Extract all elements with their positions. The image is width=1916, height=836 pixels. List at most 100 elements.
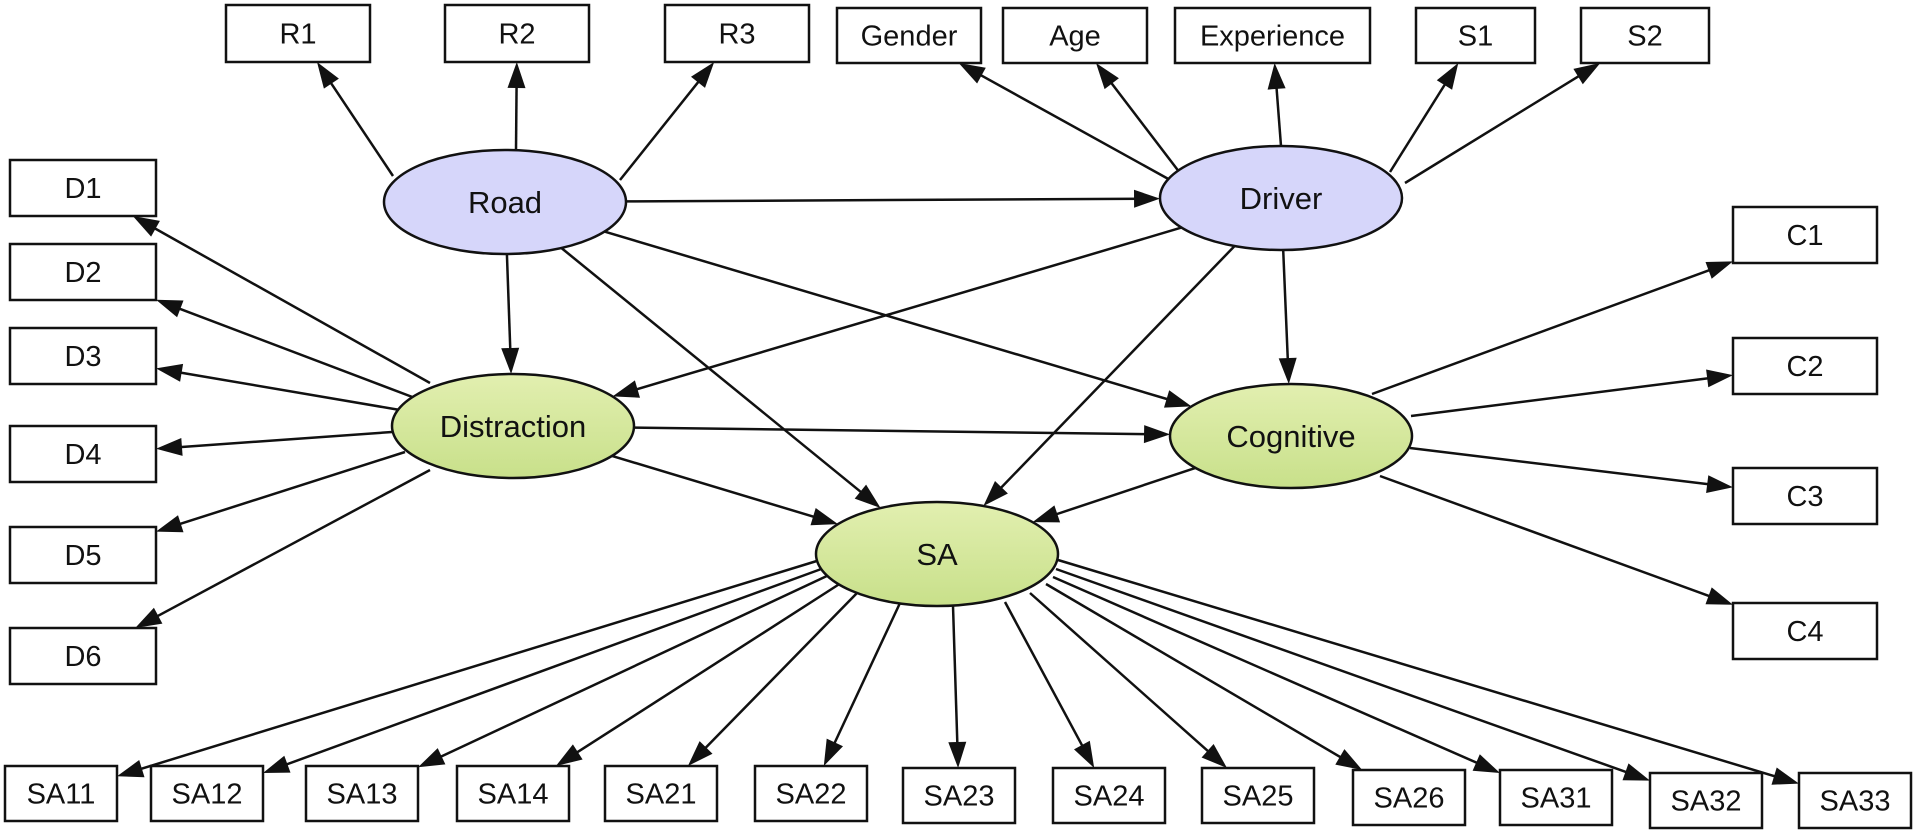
- latent-ellipse: [382, 148, 628, 256]
- arrowhead: [555, 744, 583, 766]
- indicator-label: Gender: [861, 21, 958, 53]
- indicator-box: [1648, 771, 1764, 830]
- edge-road-to-r1: [317, 62, 395, 177]
- edge-line: [621, 226, 1182, 395]
- latent-node-sa: SA: [814, 500, 1060, 608]
- indicator-sa13: SA13: [304, 764, 420, 823]
- indicator-box: [753, 764, 869, 823]
- indicator-box: [149, 764, 265, 823]
- arrowhead: [1096, 63, 1119, 90]
- arrowhead: [612, 380, 640, 398]
- edge-driver-to-cognitive: [1278, 249, 1297, 384]
- edge-cognitive-to-c1: [1371, 261, 1733, 396]
- latent-ellipse: [1168, 382, 1414, 490]
- edge-line: [1057, 558, 1790, 782]
- indicator-box: [1579, 6, 1711, 65]
- latent-ellipse: [1158, 144, 1404, 252]
- indicator-r2: R2: [443, 3, 591, 64]
- edge-line: [633, 426, 1161, 436]
- arrowhead: [132, 216, 160, 237]
- edge-line: [165, 368, 401, 412]
- arrowhead: [507, 62, 526, 89]
- indicator-sa21: SA21: [603, 764, 719, 823]
- edge-road-to-driver: [625, 189, 1160, 208]
- indicator-box: [8, 158, 158, 218]
- latent-label: Distraction: [440, 409, 586, 444]
- edge-cognitive-to-c2: [1410, 369, 1733, 418]
- indicator-box: [3, 764, 119, 823]
- indicator-sa14: SA14: [455, 764, 571, 823]
- edge-line: [611, 454, 829, 523]
- indicator-c2: C2: [1731, 336, 1879, 396]
- indicator-box: [835, 6, 983, 65]
- edge-distraction-to-d3: [156, 363, 401, 412]
- indicator-d3: D3: [8, 326, 158, 386]
- edge-sa-to-sa12: [263, 566, 825, 773]
- edge-road-to-r2: [507, 62, 526, 151]
- indicator-label: C4: [1786, 616, 1823, 648]
- arrowhead: [854, 484, 881, 508]
- indicator-box: [1731, 336, 1879, 396]
- latent-ellipse: [390, 372, 636, 480]
- indicator-c4: C4: [1731, 601, 1879, 661]
- edge-driver-to-gender: [958, 63, 1173, 183]
- edge-line: [1045, 582, 1355, 766]
- indicator-label: SA25: [1223, 781, 1294, 813]
- edge-line: [694, 591, 859, 760]
- edge-line: [140, 219, 431, 385]
- indicator-label: S1: [1458, 21, 1493, 53]
- latent-label: Cognitive: [1226, 419, 1355, 454]
- edge-line: [1409, 446, 1724, 488]
- indicator-r3: R3: [663, 3, 811, 64]
- arrowhead: [1436, 63, 1459, 90]
- indicator-box: [1173, 6, 1372, 65]
- indicator-box: [1731, 205, 1879, 265]
- edge-line: [625, 197, 1151, 203]
- edge-sa-to-sa22: [823, 602, 902, 766]
- edge-line: [989, 245, 1236, 500]
- edge-driver-to-s1: [1388, 63, 1459, 173]
- indicator-box: [1731, 601, 1879, 661]
- indicator-label: D6: [64, 641, 101, 673]
- edge-line: [1388, 70, 1455, 173]
- arrowhead: [687, 741, 713, 766]
- indicator-box: [1001, 6, 1149, 65]
- arrowhead: [1705, 587, 1733, 605]
- edge-line: [1371, 263, 1725, 396]
- indicator-label: R3: [718, 19, 755, 51]
- edge-cognitive-to-c4: [1379, 474, 1733, 605]
- indicator-c3: C3: [1731, 466, 1879, 526]
- edge-line: [1101, 70, 1181, 174]
- indicator-label: C2: [1786, 351, 1823, 383]
- edge-line: [1052, 575, 1492, 771]
- arrowhead: [1074, 740, 1095, 768]
- edge-line: [164, 302, 416, 400]
- indicator-d2: D2: [8, 242, 158, 302]
- indicator-box: [8, 326, 158, 386]
- edge-sa-to-sa25: [1029, 592, 1227, 768]
- edge-sa-to-sa26: [1045, 582, 1363, 770]
- latent-node-driver: Driver: [1158, 144, 1404, 252]
- arrowhead: [156, 363, 184, 382]
- indicator-experience: Experience: [1173, 6, 1372, 65]
- indicator-label: R2: [498, 19, 535, 51]
- indicator-label: SA21: [626, 779, 697, 811]
- edge-driver-to-s2: [1404, 63, 1601, 185]
- arrowhead: [810, 508, 838, 526]
- arrowhead: [948, 741, 967, 768]
- indicator-box: [8, 626, 158, 686]
- indicator-box: [603, 764, 719, 823]
- indicator-c1: C1: [1731, 205, 1879, 265]
- indicator-box: [663, 3, 811, 64]
- indicator-sa12: SA12: [149, 764, 265, 823]
- edge-line: [126, 558, 821, 775]
- latent-node-cognitive: Cognitive: [1168, 382, 1414, 490]
- arrowhead: [156, 515, 184, 533]
- edge-line: [321, 69, 395, 177]
- edge-line: [165, 450, 406, 530]
- edge-line: [951, 605, 960, 759]
- arrowhead: [117, 760, 145, 778]
- indicator-box: [8, 424, 158, 484]
- indicator-box: [1051, 766, 1167, 825]
